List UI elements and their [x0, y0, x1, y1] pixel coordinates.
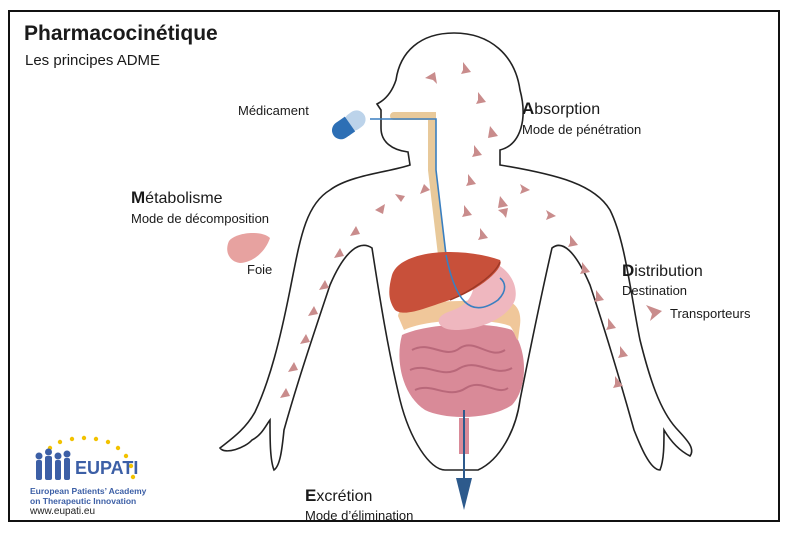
absorption-heading: Absorption — [522, 99, 600, 119]
logo-line1: European Patients’ Academy — [30, 486, 146, 496]
transporter-legend-icon — [646, 305, 662, 321]
absorption-sub: Mode de pénétration — [522, 122, 641, 137]
metabolisme-sub: Mode de décomposition — [131, 211, 269, 226]
transporteurs-label: Transporteurs — [670, 306, 750, 321]
logo-url[interactable]: www.eupati.eu — [30, 506, 95, 517]
esophagus — [394, 116, 442, 255]
pill-icon — [328, 107, 369, 143]
page-title: Pharmacocinétique — [24, 22, 218, 46]
logo-name: EUPATI — [75, 458, 138, 479]
distribution-heading: Distribution — [622, 261, 703, 281]
excretion-heading: Excrétion — [305, 486, 372, 506]
medicament-label: Médicament — [238, 103, 309, 118]
people-icon — [36, 449, 71, 481]
metabolisme-heading: Métabolisme — [131, 188, 223, 208]
distribution-sub: Destination — [622, 283, 687, 298]
page-subtitle: Les principes ADME — [25, 52, 160, 69]
excretion-sub: Mode d’élimination — [305, 508, 413, 523]
foie-label: Foie — [247, 262, 272, 277]
liver-small-icon — [227, 233, 270, 263]
excretion-arrow-icon — [456, 478, 472, 510]
logo-line2: on Therapeutic Innovation — [30, 496, 136, 506]
